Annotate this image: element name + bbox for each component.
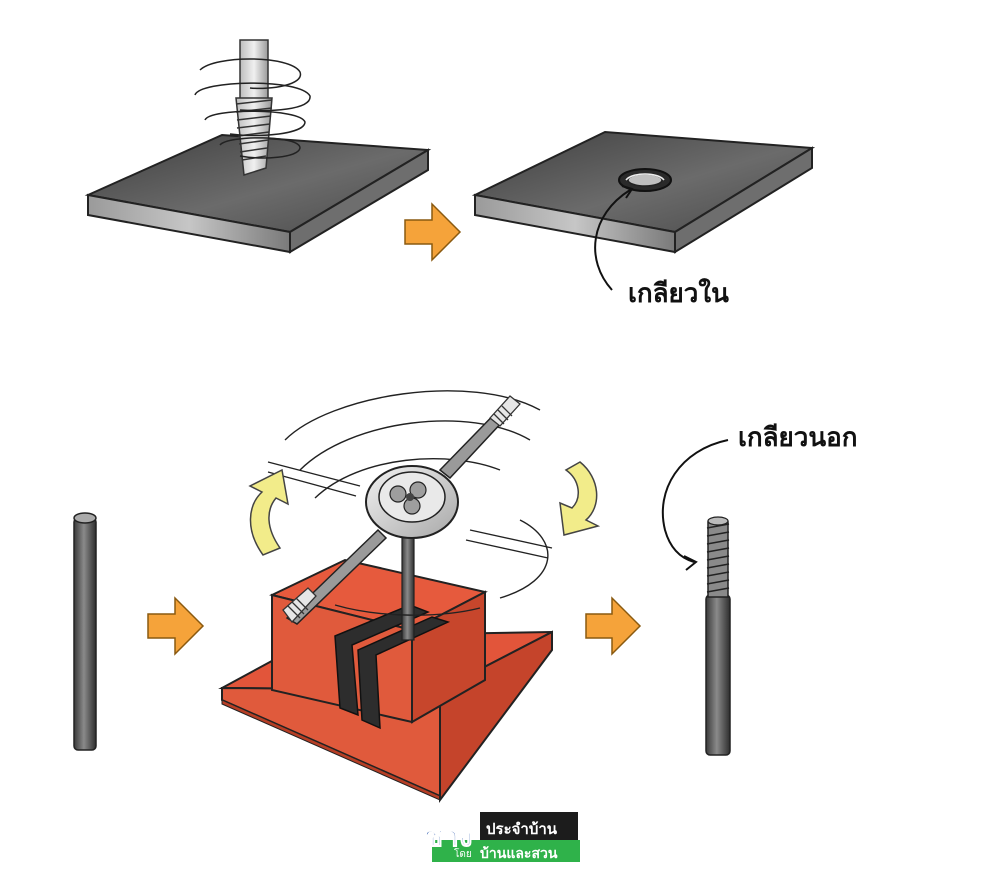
right-arrow-icon: [404, 202, 462, 262]
logo-brand-sub: ประจำบ้าน: [486, 820, 558, 838]
right-arrow-icon: [147, 596, 205, 656]
vise-jaw-right: [357, 616, 451, 730]
plate-with-hole: [471, 130, 816, 254]
external-thread-pointer: [661, 439, 729, 571]
bench-vise: [218, 558, 553, 804]
internal-thread-pointer: [594, 185, 634, 291]
vise-base-right: [439, 630, 553, 804]
external-thread-label: เกลียวนอก: [738, 423, 858, 453]
brand-logo: ช่าง ประจำบ้าน โดย บ้านและสวน: [424, 812, 580, 862]
die-stock: [282, 395, 521, 625]
tap-rotation-swirls: [194, 58, 311, 159]
plate-left-side: [289, 148, 429, 254]
rod-in-vise: [401, 534, 415, 641]
logo-byline-prefix: โดย: [454, 847, 472, 860]
plain-rod: [73, 512, 97, 751]
logo-brand-main: ช่าง: [424, 820, 472, 853]
plate-right-side: [674, 146, 813, 254]
handle-grip-left: [282, 587, 317, 624]
rod-thread-lines: [706, 523, 730, 593]
right-arrow-icon: [585, 596, 642, 656]
threaded-rod: [705, 516, 731, 756]
internal-thread-label: เกลียวใน: [628, 278, 729, 309]
curved-rotation-arrow-icon: [559, 461, 601, 536]
plate-with-tap: [84, 39, 432, 254]
handle-grip-right: [489, 395, 521, 427]
tap-shank: [239, 39, 269, 101]
logo-byline-name: บ้านและสวน: [480, 846, 558, 862]
curved-rotation-arrow-icon: [248, 468, 289, 556]
